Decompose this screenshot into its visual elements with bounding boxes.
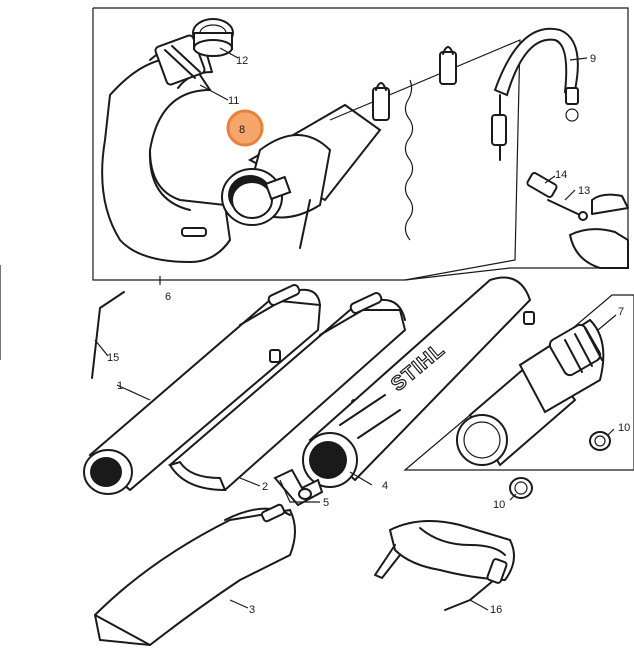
knob-14 [526,172,588,221]
ring-12 [192,18,234,57]
tube-1 [83,284,322,495]
label-3: 3 [249,604,255,616]
label-5: 5 [323,497,329,509]
goggles-16 [374,520,515,611]
ring-10-upper [589,431,611,451]
label-6: 6 [165,291,171,303]
strap-9 [491,27,579,161]
tube-4: STIHL [302,276,535,488]
nozzle-3 [93,503,296,647]
label-7: 7 [618,306,624,318]
housing-fragment [568,193,629,269]
label-8: 8 [239,124,245,136]
clip-5 [273,468,324,507]
label-12: 12 [236,55,248,67]
hanging-wire [329,39,521,281]
label-14: 14 [555,169,567,181]
label-10-lower: 10 [493,499,505,511]
inset-frame [92,7,629,281]
label-2: 2 [262,481,268,493]
label-16: 16 [490,604,502,616]
tube-7 [456,318,605,467]
label-10-upper: 10 [618,422,630,434]
leader-lines [94,47,617,611]
label-1: 1 [117,380,123,392]
tube-8 [221,103,382,249]
label-13: 13 [578,185,590,197]
ring-10-lower [509,477,533,499]
highlight-circle [226,109,264,147]
label-9: 9 [590,53,596,65]
elbow-pipe-11 [101,34,232,264]
part-labels: 12 11 8 9 14 13 6 15 1 7 10 4 2 10 5 16 … [107,53,630,616]
label-4: 4 [382,480,388,492]
label-11: 11 [228,95,239,107]
rod-15 [91,291,125,379]
label-15: 15 [107,352,119,364]
